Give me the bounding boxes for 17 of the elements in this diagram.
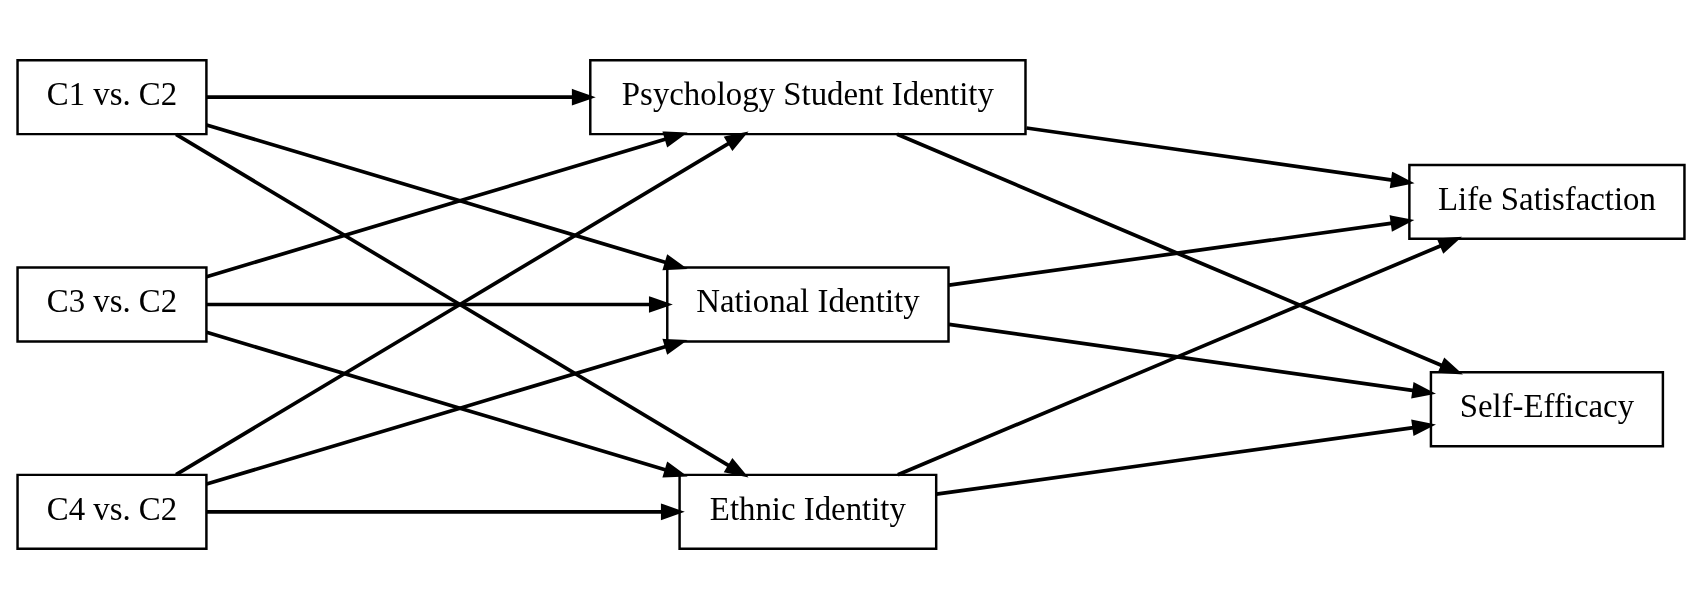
- arrow: [896, 132, 1463, 375]
- node-box: Ethnic Identity: [678, 473, 938, 550]
- arrow: [948, 215, 1415, 287]
- node-box: Life Satisfaction: [1408, 163, 1686, 241]
- arrow: [206, 88, 596, 106]
- node-box: C3 vs. C2: [16, 266, 208, 343]
- node-box: C1 vs. C2: [16, 59, 208, 136]
- arrow: [936, 419, 1436, 496]
- arrow: [897, 236, 1462, 477]
- node-box: Psychology Student Identity: [589, 59, 1027, 136]
- arrow: [1026, 126, 1415, 189]
- arrow: [948, 322, 1436, 399]
- arrow: [206, 296, 673, 313]
- node-box: National Identity: [666, 266, 950, 343]
- node-box: Self-Efficacy: [1429, 371, 1665, 448]
- node-box: C4 vs. C2: [16, 473, 208, 550]
- arrow: [206, 503, 685, 521]
